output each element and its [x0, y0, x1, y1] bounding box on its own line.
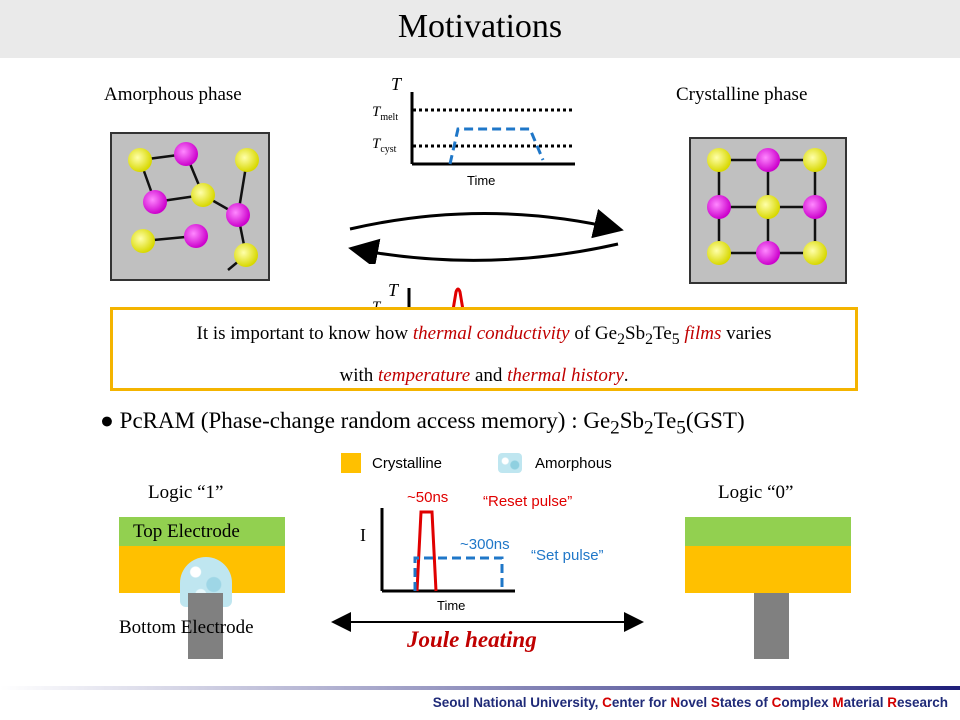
phase-transition-arrows: [348, 208, 624, 264]
logic-1-top-electrode: [119, 517, 285, 546]
pulse-x-label: Time: [437, 598, 465, 613]
legend-amorphous-swatch: [498, 453, 522, 473]
legend-crystalline-swatch: [341, 453, 361, 473]
reset-pulse: [415, 510, 438, 592]
callout-line-2: with temperature and thermal history.: [339, 364, 629, 386]
footer-institution: Seoul National University, Center for No…: [432, 695, 948, 710]
callout-box: It is important to know how thermal cond…: [110, 307, 858, 391]
logic-0-label: Logic “0”: [718, 482, 794, 503]
bottom-electrode-label: Bottom Electrode: [119, 617, 254, 638]
reset-pulse-label: “Reset pulse”: [483, 493, 572, 510]
top-temperature-graph: T Tmelt Tcyst Time: [372, 74, 575, 188]
crystalline-atoms: [707, 148, 827, 265]
bottom-temperature-graph: T T: [372, 280, 465, 310]
pcram-bullet: ● PcRAM (Phase-change random access memo…: [100, 408, 745, 439]
title-bar: [0, 0, 960, 58]
top-graph-x-label: Time: [467, 173, 495, 188]
logic-1-label: Logic “1”: [148, 482, 224, 503]
pulse-y-label: I: [360, 525, 366, 545]
crystalline-phase-label: Crystalline phase: [676, 84, 808, 105]
bottom-graph-t-label: T: [372, 299, 382, 310]
amorphize-arrow: [348, 238, 619, 264]
callout-line-1: It is important to know how thermal cond…: [196, 323, 772, 348]
amorphous-lattice-diagram: [110, 132, 270, 281]
bullet-dot: ●: [100, 408, 114, 433]
set-pulse: [413, 556, 504, 591]
set-time-label: ~300ns: [460, 536, 510, 553]
legend-crystalline-label: Crystalline: [372, 455, 443, 472]
footer-rule: [0, 686, 960, 690]
amorphous-atoms: [128, 142, 259, 267]
set-temperature-pulse: [448, 127, 545, 165]
logic-0-bottom-electrode: [754, 593, 789, 659]
t-cyst-label: Tcyst: [372, 136, 397, 155]
top-graph-y-label: T: [391, 74, 403, 94]
crystalline-lattice-diagram: [689, 137, 847, 284]
logic-0-gst-layer: [685, 546, 851, 593]
crystallize-arrow: [349, 208, 624, 239]
legend-amorphous-label: Amorphous: [535, 455, 612, 472]
page-title: Motivations: [397, 8, 563, 45]
reset-temperature-pulse: [451, 287, 465, 310]
joule-heating-label: Joule heating: [407, 627, 537, 652]
logic-0-top-electrode: [685, 517, 851, 546]
current-pulse-graph: I ~50ns “Reset pulse” ~300ns “Set pulse”…: [360, 489, 604, 613]
top-electrode-label: Top Electrode: [133, 521, 240, 542]
logic-1-bottom-electrode: [188, 593, 223, 659]
amorphous-phase-label: Amorphous phase: [104, 84, 242, 105]
joule-heating-arrow: [331, 612, 644, 632]
t-melt-label: Tmelt: [372, 104, 398, 123]
set-pulse-label: “Set pulse”: [531, 547, 604, 564]
bottom-graph-y-label: T: [388, 280, 400, 300]
reset-time-label: ~50ns: [407, 489, 448, 506]
